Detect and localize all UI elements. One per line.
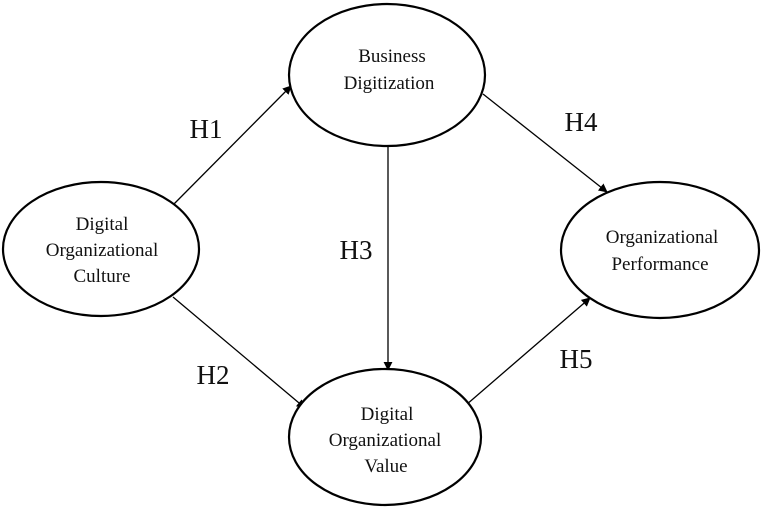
node-digital-organizational-value-line-2: Organizational <box>329 430 442 451</box>
node-digital-organizational-value-line-3: Value <box>364 456 407 477</box>
edge-digitization-to-performance <box>482 93 608 193</box>
edge-culture-to-value <box>172 296 306 409</box>
node-business-digitization-line-1: Business <box>358 46 426 67</box>
node-organizational-performance: Organizational Performance <box>559 180 761 320</box>
node-organizational-performance-line-2: Performance <box>611 254 708 275</box>
label-h5: H5 <box>560 344 593 374</box>
label-h3: H3 <box>340 235 373 265</box>
edge-culture-to-digitization <box>171 85 292 207</box>
node-digital-organizational-culture: Digital Organizational Culture <box>1 180 201 318</box>
node-organizational-performance-line-1: Organizational <box>606 227 719 248</box>
label-h4: H4 <box>565 107 598 137</box>
label-h2: H2 <box>197 360 230 390</box>
node-digital-organizational-culture-line-2: Organizational <box>46 240 159 261</box>
node-digital-organizational-value: Digital Organizational Value <box>287 367 483 507</box>
node-business-digitization-line-2: Digitization <box>344 73 435 94</box>
node-digital-organizational-culture-line-3: Culture <box>74 266 131 287</box>
label-h1: H1 <box>190 114 223 144</box>
edge-value-to-performance <box>465 297 591 406</box>
node-digital-organizational-culture-line-1: Digital <box>76 214 129 235</box>
node-business-digitization: Business Digitization <box>287 2 487 148</box>
node-digital-organizational-value-line-1: Digital <box>361 404 414 425</box>
